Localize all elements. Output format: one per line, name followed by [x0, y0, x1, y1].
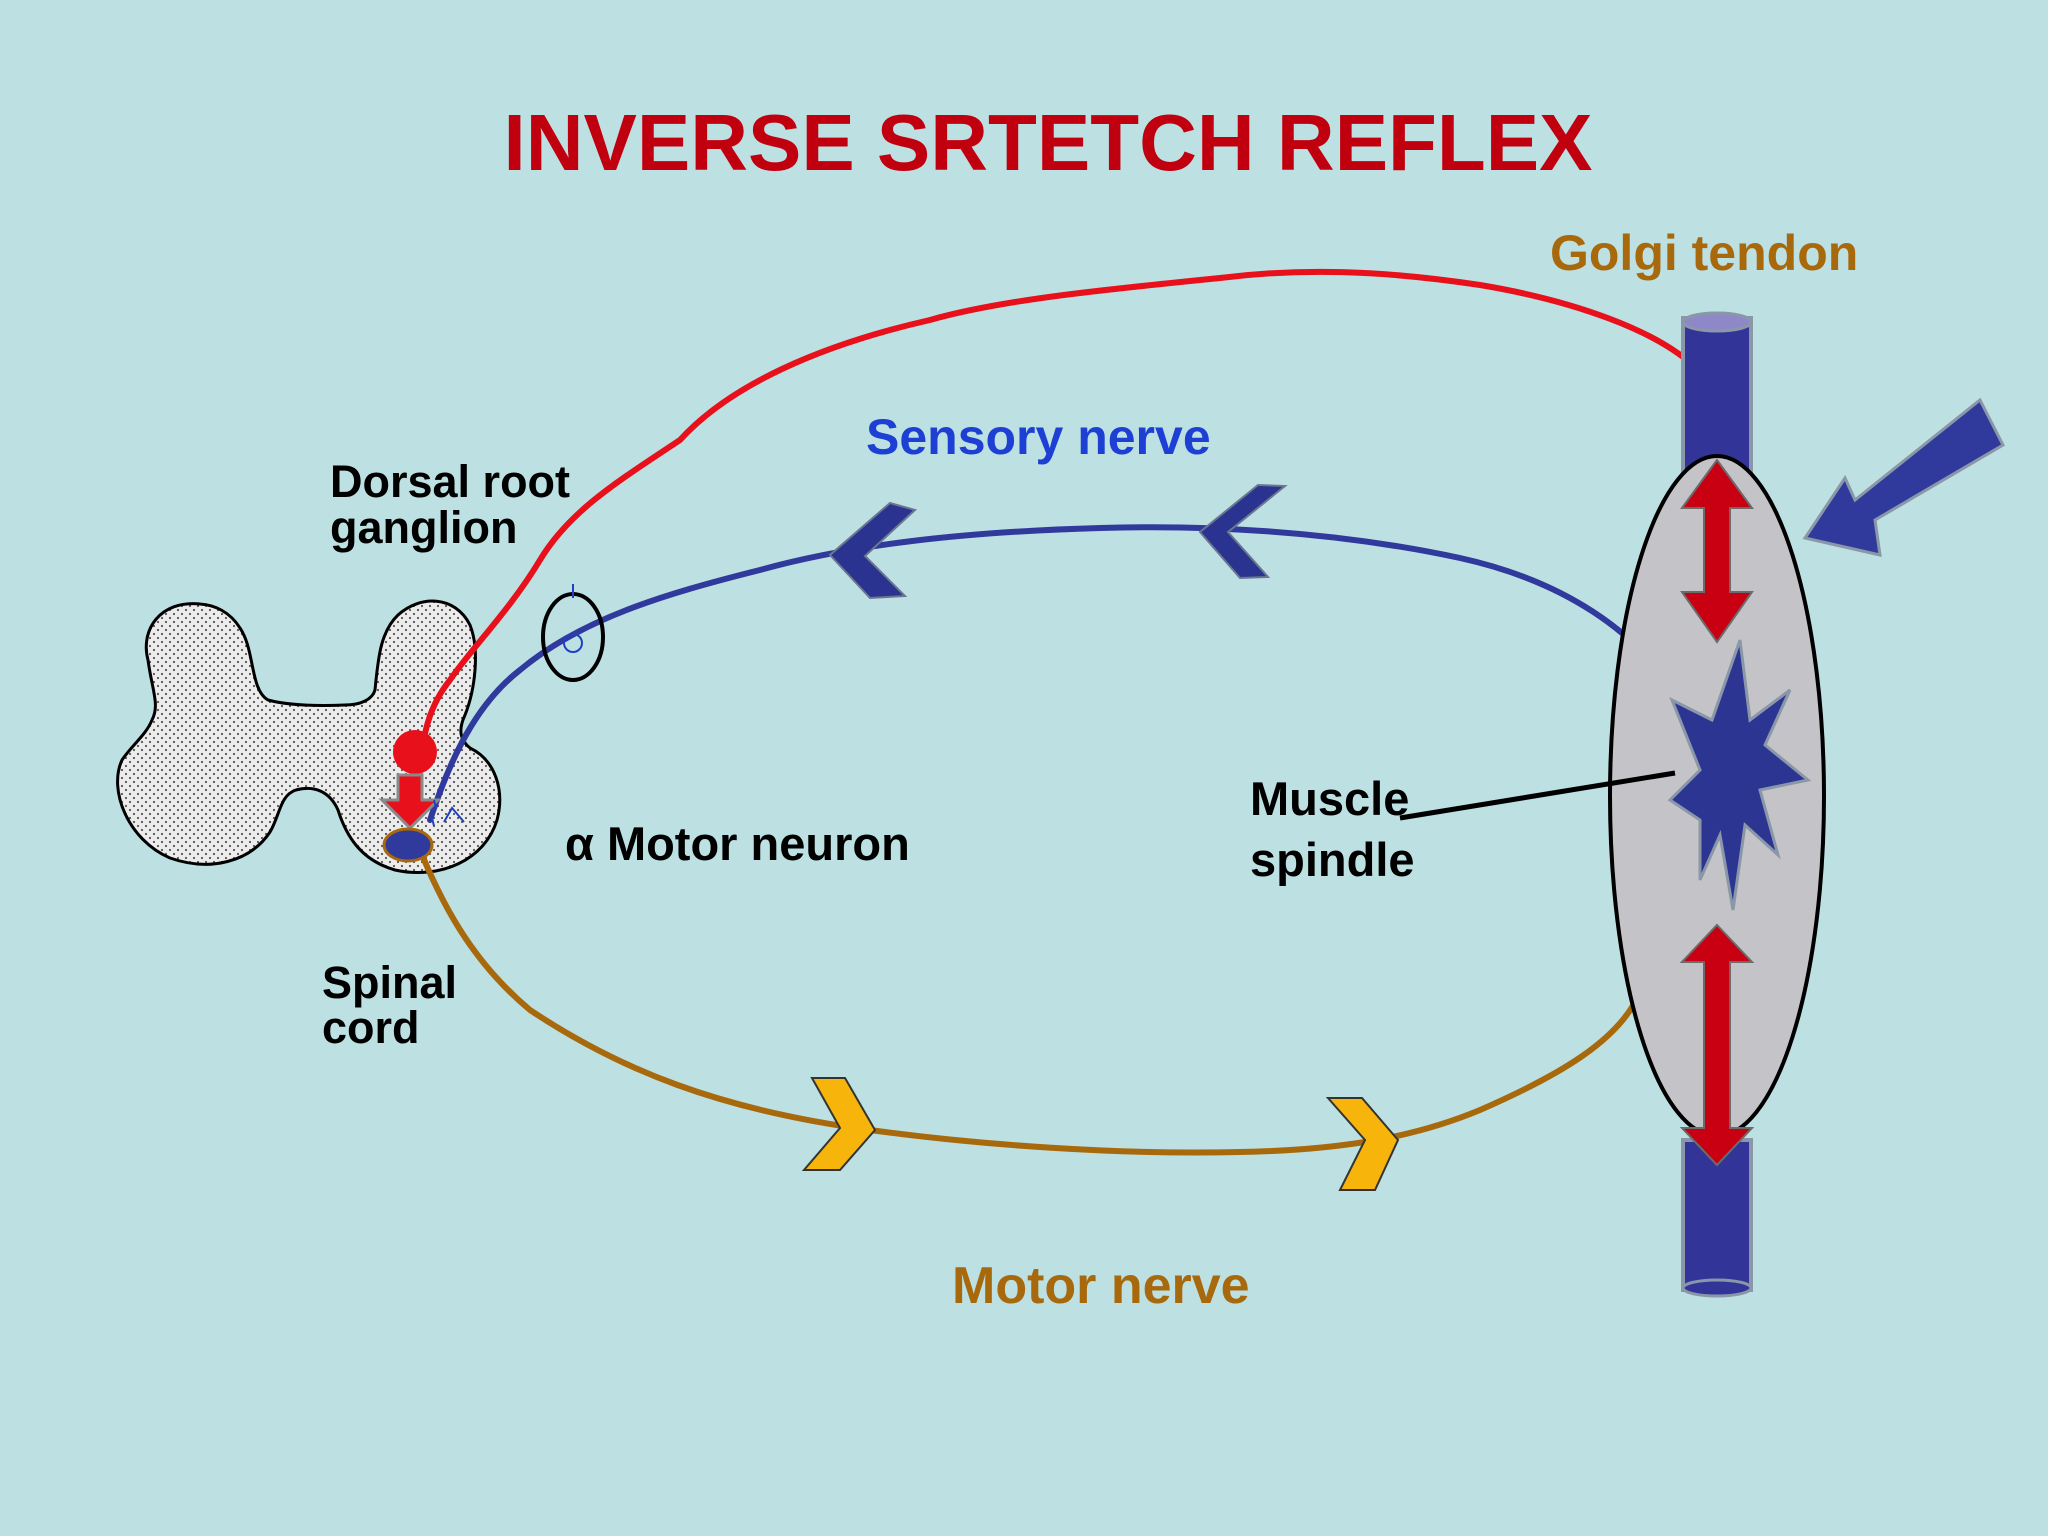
- spinal-cord-label-line2: cord: [322, 1002, 420, 1053]
- muscle-spindle-label-line2: spindle: [1250, 833, 1415, 886]
- alpha-motor-neuron-label: α Motor neuron: [565, 817, 910, 870]
- top-tendon-cap: [1681, 311, 1753, 333]
- spindle-pointer: [1399, 770, 1676, 821]
- muscle-spindle-star: [1667, 639, 1812, 911]
- red-down-arrow: [378, 773, 442, 831]
- motor-chevron-2: [1325, 1097, 1400, 1191]
- force-arrow: [1802, 397, 2005, 557]
- red-cell-body: [393, 730, 437, 774]
- dorsal-root-label-line1: Dorsal root: [330, 456, 570, 507]
- blue-sensory-nerve: [427, 524, 1686, 823]
- dorsal-root-label-line2: ganglion: [330, 502, 517, 553]
- upper-double-arrow: [1680, 458, 1754, 644]
- motor-chevron-1: [801, 1077, 877, 1171]
- sensory-nerve-label: Sensory nerve: [866, 409, 1211, 465]
- spinal-cord-section: [116, 599, 502, 875]
- muscle-spindle-label-line1: Muscle: [1250, 772, 1409, 825]
- golgi-tendon-label: Golgi tendon: [1550, 225, 1858, 281]
- spinal-cord-label-line1: Spinal: [322, 957, 457, 1008]
- small-blue-mark: [443, 806, 465, 823]
- slide-title: INVERSE SRTETCH REFLEX: [503, 98, 1592, 187]
- motor-nerve-path: [415, 842, 1643, 1156]
- bottom-tendon-cap: [1681, 1278, 1753, 1298]
- small-dash-1: [431, 817, 435, 827]
- lower-double-arrow: [1679, 923, 1755, 1167]
- small-dash-2: [433, 799, 437, 809]
- sensory-chevron-2: [1198, 483, 1288, 580]
- motor-nerve-label: Motor nerve: [952, 1257, 1250, 1315]
- ganglion-cell: [563, 633, 583, 653]
- blue-motor-cell: [382, 827, 434, 863]
- red-sensory-nerve: [419, 268, 1703, 753]
- sensory-chevron-1: [828, 501, 917, 600]
